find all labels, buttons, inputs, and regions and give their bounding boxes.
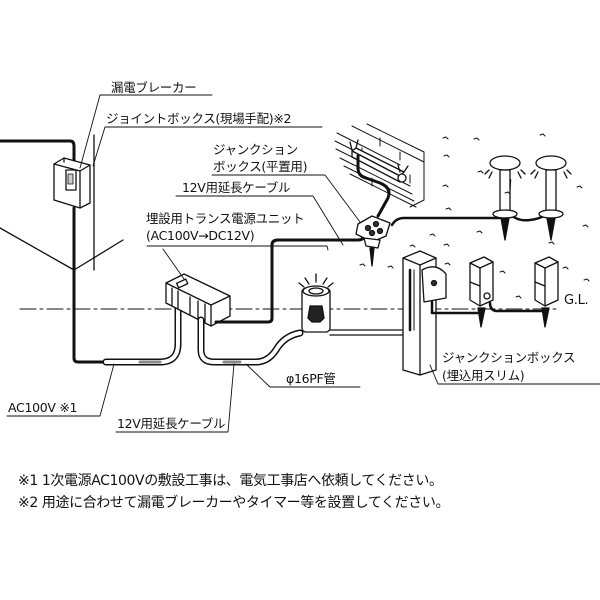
label-pf-pipe: φ16PF管 [286,371,336,386]
footnote-2: ※2 用途に合わせて漏電ブレーカーやタイマー等を設置してください。 [18,495,450,511]
house-wall [0,134,124,271]
buried-uplight [298,273,334,333]
footnote-1: ※1 1次電源AC100Vの敷設工事は、電気工事店へ依頼してください。 [18,473,443,489]
leader-lines-bottom [6,363,600,433]
bollard-light-1 [469,256,494,328]
conduit-12v [197,316,304,366]
ac100v-supply-cable [0,139,108,364]
cable-wall-light [356,154,391,218]
label-transformer-1: 埋設用トランス電源ユニット [146,211,305,226]
flat-junction-box [355,215,391,267]
transformer-unit [165,273,231,327]
leader-lines-mid [146,174,361,280]
garden-light-2 [530,155,572,241]
breaker-box [53,157,91,209]
footnotes: ※1 1次電源AC100Vの敷設工事は、電気工事店へ依頼してください。 ※2 用… [18,470,449,514]
label-junction-flat-1: ジャンクション [213,142,298,157]
cable-to-flat-junction [214,232,368,324]
label-12v-cable-upper: 12V用延長ケーブル [182,180,291,195]
label-ground-level: G.L. [564,293,589,308]
label-12v-cable-lower: 12V用延長ケーブル [117,416,226,431]
cable-to-bollards [430,300,546,315]
label-junction-slim-2: (埋込用スリム) [442,368,525,383]
label-junction-slim-1: ジャンクションボックス [442,350,576,365]
slim-junction-box [402,250,447,376]
bollard-light-2 [534,256,559,328]
wall-light [349,139,409,183]
leader-lines-top [79,94,323,169]
label-joint-box: ジョイントボックス(現場手配)※2 [106,111,292,126]
label-junction-flat-2: ボックス(平置用) [213,159,308,174]
cable-light-to-slim-box [329,329,406,336]
label-breaker: 漏電ブレーカー [111,80,197,95]
label-ac100v: AC100V ※1 [8,400,78,415]
conduit-ac100v [102,296,182,366]
grass-marks [359,133,590,299]
cable-to-garden-lights [390,178,554,227]
garden-light-1 [484,155,526,241]
label-transformer-2: (AC100V→DC12V) [146,228,255,243]
